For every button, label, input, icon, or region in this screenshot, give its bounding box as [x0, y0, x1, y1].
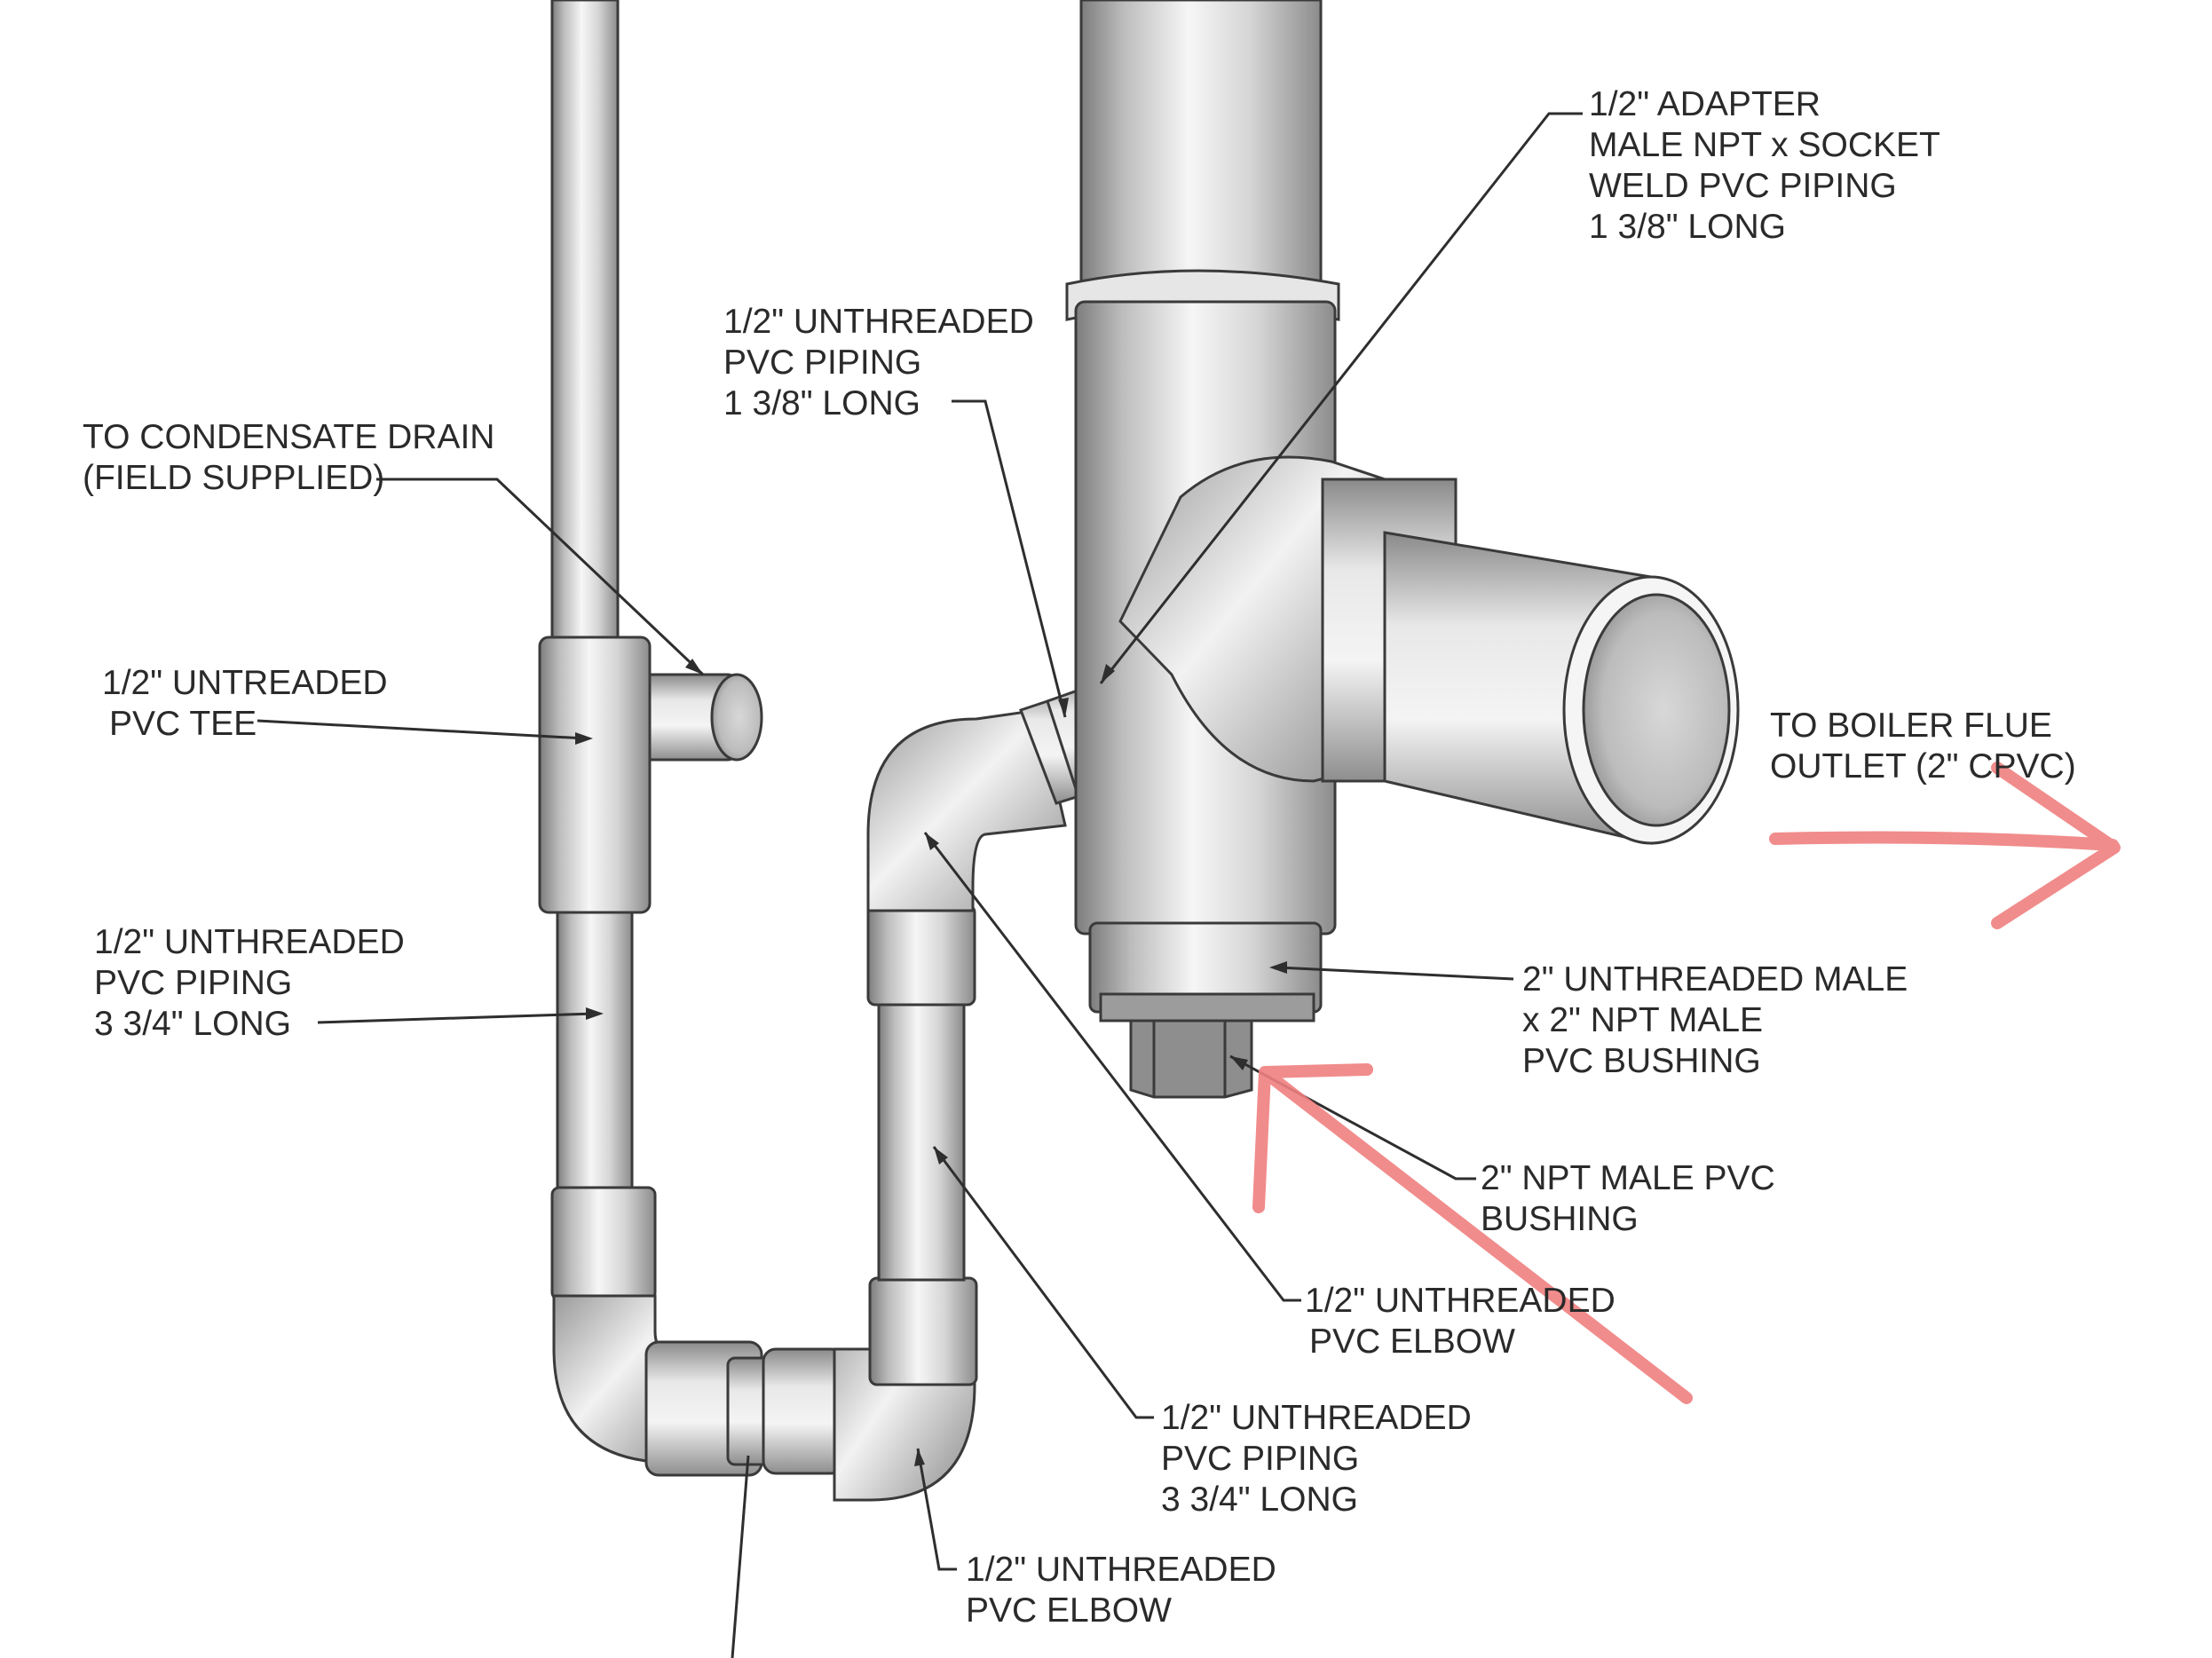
label-left-piping: 1/2" UNTHREADED PVC PIPING 3 3/4" LONG	[94, 923, 415, 1043]
label-boiler: TO BOILER FLUE OUTLET (2" CPVC)	[1770, 707, 2076, 786]
label-lower-elbow: 1/2" UNTHREADED PVC ELBOW	[966, 1551, 1286, 1630]
flue-tee	[1065, 0, 1740, 1099]
red-arrow-diagonal	[1252, 1063, 1693, 1404]
labels: 1/2" ADAPTER MALE NPT x SOCKET WELD PVC …	[83, 85, 2076, 1630]
label-adapter: 1/2" ADAPTER MALE NPT x SOCKET WELD PVC …	[1589, 85, 1949, 246]
label-tee: 1/2" UNTREADED PVC TEE	[102, 664, 397, 743]
red-arrow-right	[1769, 762, 2121, 929]
upper-elbow	[866, 708, 1067, 912]
label-upper-piping: 1/2" UNTHREADED PVC PIPING 1 3/8" LONG	[723, 303, 1044, 422]
label-npt-bushing: 2" NPT MALE PVC BUSHING	[1481, 1159, 1785, 1238]
label-condensate: TO CONDENSATE DRAIN (FIELD SUPPLIED)	[83, 418, 504, 497]
pvc-tee	[538, 636, 652, 914]
flue-outlet-bore	[1582, 593, 1731, 827]
label-male-bushing: 2" UNTHREADED MALE x 2" NPT MALE PVC BUS…	[1522, 960, 1917, 1080]
label-right-piping: 1/2" UNTHREADED PVC PIPING 3 3/4" LONG	[1161, 1399, 1481, 1519]
left-drain-pipe	[538, 0, 763, 1465]
pen-annotations	[1252, 762, 2121, 1404]
label-upper-elbow: 1/2" UNTHREADED PVC ELBOW	[1305, 1282, 1625, 1361]
